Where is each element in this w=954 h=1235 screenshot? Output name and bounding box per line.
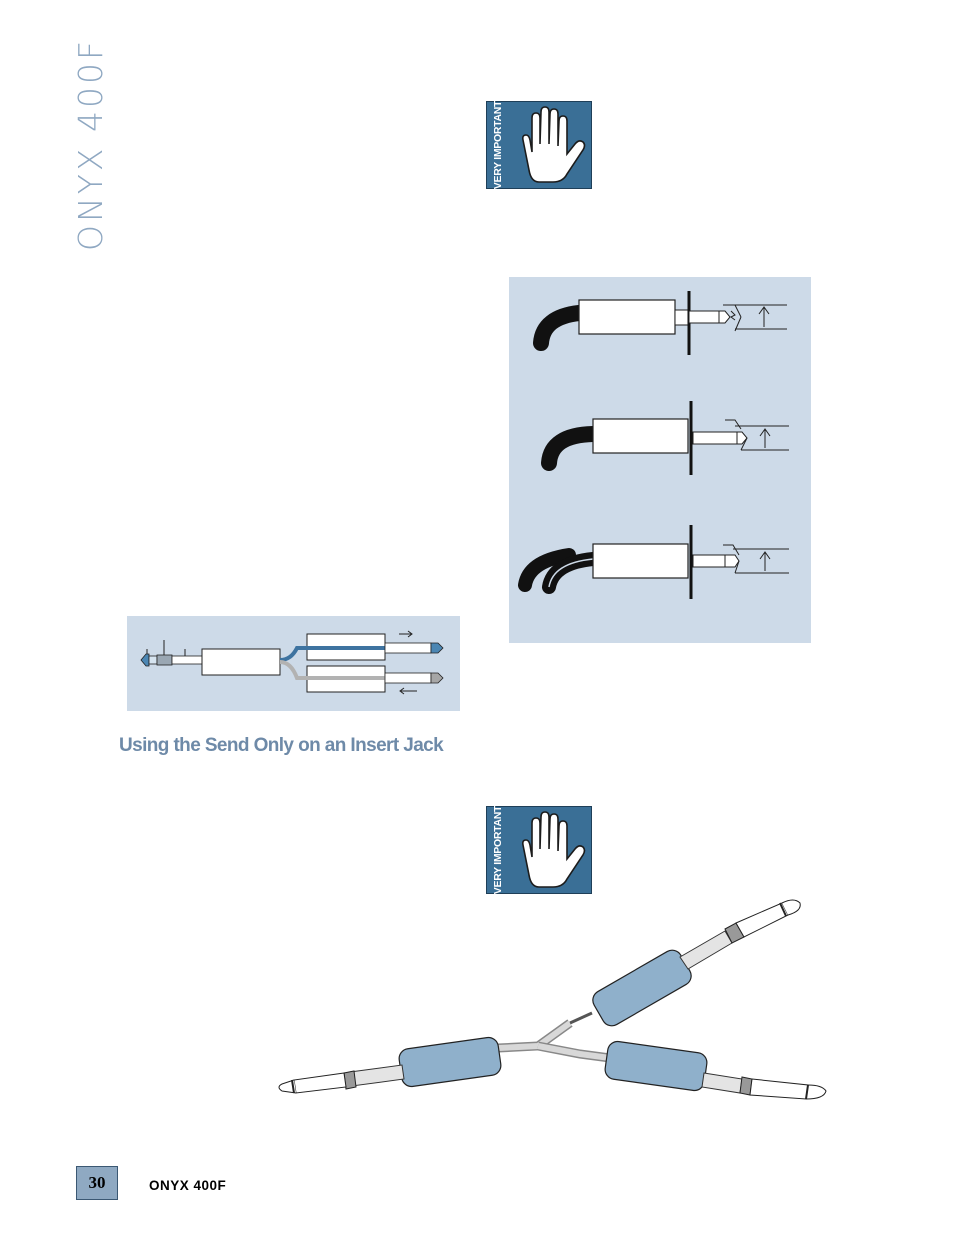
section-heading: Using the Send Only on an Insert Jack	[119, 735, 444, 756]
badge-label: VERY IMPORTANT	[492, 100, 504, 190]
very-important-badge-top: VERY IMPORTANT	[486, 101, 592, 189]
insert-cable-panel	[127, 616, 460, 711]
hand-icon	[522, 106, 586, 183]
y-cable-upper-right-plug	[569, 899, 801, 1027]
page-number: 30	[88, 1173, 106, 1192]
y-cable-lower-right-plug	[604, 1040, 827, 1100]
insert-cable-diagram	[140, 630, 444, 695]
page-number-box: 30	[76, 1166, 118, 1200]
very-important-badge-bottom: VERY IMPORTANT	[486, 806, 592, 894]
y-cable-left-plug	[278, 1036, 502, 1094]
footer-product-name: ONYX 400F	[149, 1178, 227, 1193]
badge-label: VERY IMPORTANT	[492, 805, 504, 895]
plug-insert-diagrams	[518, 291, 789, 599]
y-cable-illustration	[278, 899, 827, 1100]
insert-jack-diagrams-panel	[509, 277, 811, 643]
side-title: ONYX 400F	[52, 38, 128, 251]
plug-second-click-diagram	[518, 525, 789, 599]
plug-fully-inserted-diagram	[533, 291, 787, 355]
side-title-text: ONYX 400F	[70, 37, 110, 251]
plug-first-click-diagram	[541, 401, 789, 475]
hand-icon	[522, 811, 586, 888]
